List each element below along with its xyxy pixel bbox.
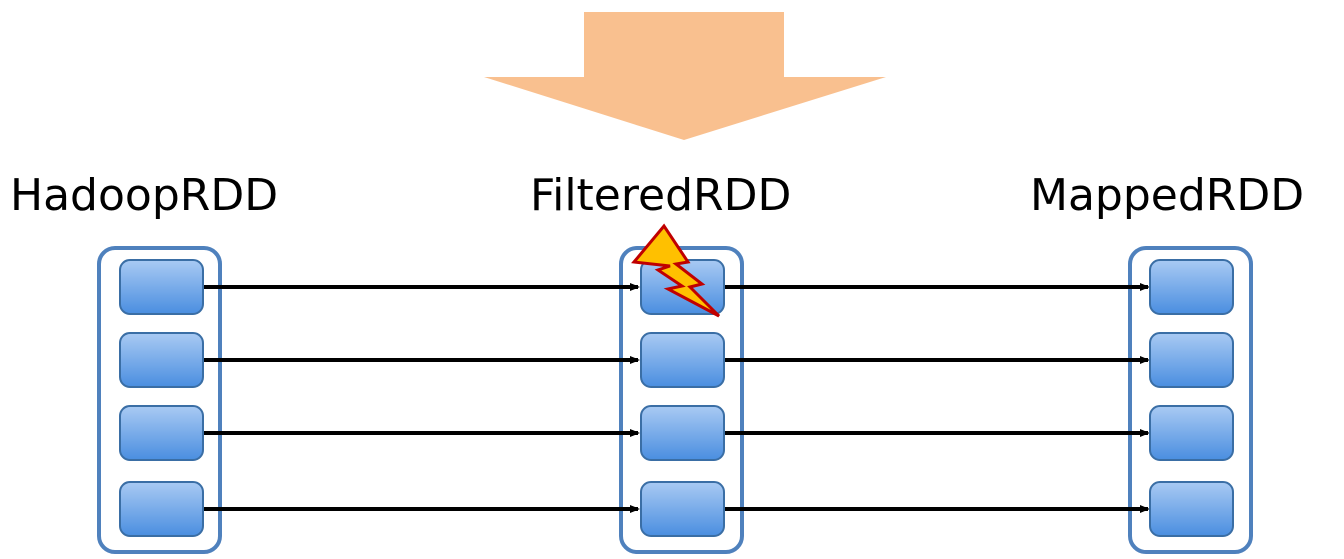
rdd-label-hadooprdd: HadoopRDD — [10, 170, 279, 221]
partition-block — [1149, 332, 1234, 388]
partition-block — [119, 405, 204, 461]
down-arrow-icon — [484, 12, 886, 140]
partition-block — [1149, 405, 1234, 461]
partition-block — [640, 481, 725, 537]
rdd-group-mappedrdd — [1128, 246, 1253, 554]
partition-block — [1149, 481, 1234, 537]
partition-block — [640, 332, 725, 388]
rdd-group-hadooprdd — [97, 246, 222, 554]
rdd-label-mappedrdd: MappedRDD — [1030, 170, 1305, 221]
partition-block — [1149, 259, 1234, 315]
partition-block — [119, 259, 204, 315]
partition-block — [119, 332, 204, 388]
partition-block — [640, 405, 725, 461]
rdd-label-filteredrdd: FilteredRDD — [530, 170, 792, 221]
lightning-icon — [631, 223, 721, 318]
partition-block — [119, 481, 204, 537]
rdd-group-filteredrdd — [619, 246, 744, 554]
